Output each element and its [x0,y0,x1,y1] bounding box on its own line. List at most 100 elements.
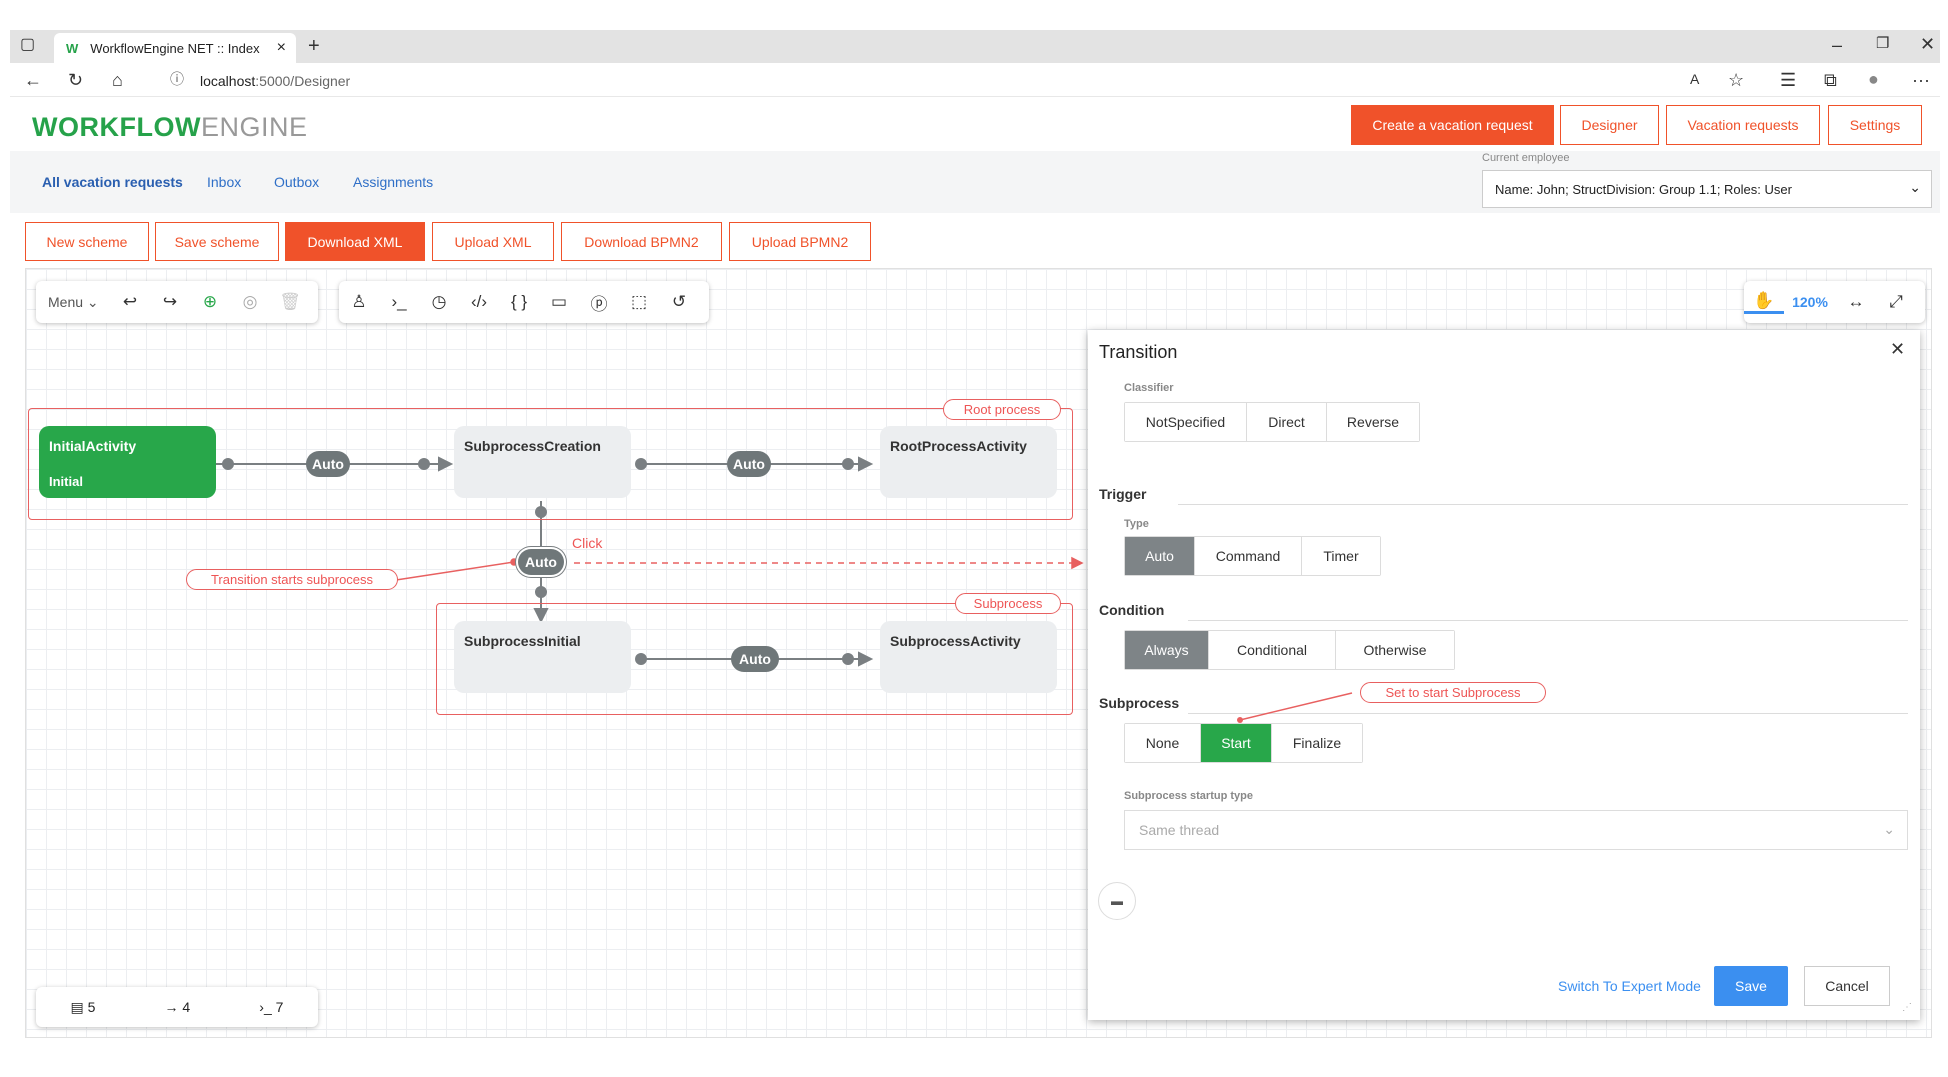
activity-subprocess-initial[interactable]: SubprocessInitial [454,621,631,693]
read-aloud-icon[interactable]: A [1690,71,1700,87]
upload-bpmn2-button[interactable]: Upload BPMN2 [729,222,871,261]
tab-actions-icon[interactable]: ▢ [20,36,36,53]
trigger-timer[interactable]: Timer [1302,537,1380,575]
designer-button[interactable]: Designer [1560,105,1659,145]
classifier-direct[interactable]: Direct [1247,403,1327,441]
classifier-reverse[interactable]: Reverse [1327,403,1419,441]
process-info-icon[interactable]: ⓟ [590,294,608,314]
delete-icon[interactable]: 🗑 [279,292,301,311]
transition-auto-1[interactable]: Auto [306,451,350,477]
panel-title: Transition [1099,342,1178,362]
save-scheme-button[interactable]: Save scheme [155,222,279,261]
zoom-toolbar: ✋ 120% ↔ ⤢ [1744,281,1925,323]
subprocess-note[interactable]: Subprocess [955,593,1061,614]
nav-all-vacation-requests[interactable]: All vacation requests [42,174,183,190]
selection-icon[interactable]: ⬚ [630,292,648,311]
root-process-group[interactable] [28,408,1073,520]
refresh-icon[interactable]: ↻ [68,70,84,90]
transition-auto-3[interactable]: Auto [731,646,779,672]
close-icon[interactable]: ✕ [1890,339,1906,359]
click-annotation: Click [572,535,603,551]
menu-dropdown[interactable]: Menu ⌄ [48,293,99,310]
download-bpmn2-button[interactable]: Download BPMN2 [561,222,722,261]
zoom-level[interactable]: 120% [1792,294,1828,310]
classifier-notspecified[interactable]: NotSpecified [1125,403,1247,441]
transition-starts-note[interactable]: Transition starts subprocess [186,569,398,590]
back-icon[interactable]: ← [24,70,42,90]
expert-mode-link[interactable]: Switch To Expert Mode [1558,978,1701,994]
favorite-icon[interactable]: ☆ [1728,70,1745,90]
upload-xml-button[interactable]: Upload XML [432,222,554,261]
transition-auto-2[interactable]: Auto [727,451,771,477]
employee-select[interactable]: Name: John; StructDivision: Group 1.1; R… [1482,170,1932,208]
url-field[interactable]: localhost:5000/Designer [200,73,351,89]
condition-always[interactable]: Always [1125,631,1209,669]
fullscreen-icon[interactable]: ⤢ [1889,292,1903,311]
chevron-down-icon: ⌄ [1883,821,1895,837]
transition-auto-selected[interactable]: Auto [518,549,564,575]
restore-icon[interactable]: ❐ [1876,35,1890,52]
subprocess-start[interactable]: Start [1201,724,1272,762]
condition-otherwise[interactable]: Otherwise [1336,631,1454,669]
activity-subprocess-creation[interactable]: SubprocessCreation [454,426,631,498]
close-tab-icon[interactable]: × [276,39,286,56]
redo-icon[interactable]: ↪ [162,292,178,311]
code-actions-icon[interactable]: ‹/› [470,292,488,311]
nav-outbox[interactable]: Outbox [274,174,320,190]
vacation-requests-button[interactable]: Vacation requests [1666,105,1820,145]
add-comment-icon[interactable]: ▬ [1098,882,1136,920]
browser-tab[interactable]: W WorkflowEngine NET :: Index × [54,33,296,63]
browser-tab-bar: ▢ W WorkflowEngine NET :: Index × + – ❐ … [10,30,1940,63]
nav-assignments[interactable]: Assignments [353,174,434,190]
parameters-icon[interactable]: { } [510,292,528,311]
activity-subprocess[interactable]: SubprocessActivity [880,621,1057,693]
activity-initial[interactable]: InitialActivity Initial [39,426,216,498]
new-scheme-button[interactable]: New scheme [25,222,149,261]
favicon-icon: W [66,40,79,56]
subprocess-none[interactable]: None [1125,724,1201,762]
subprocess-finalize[interactable]: Finalize [1272,724,1362,762]
favorites-list-icon[interactable]: ☰ [1780,70,1797,90]
commands-icon[interactable]: ›_ [391,292,407,311]
fit-width-icon[interactable]: ↔ [1847,292,1865,311]
activity-root-process[interactable]: RootProcessActivity [880,426,1057,498]
collections-icon[interactable]: ⧉ [1824,70,1837,90]
new-tab-icon[interactable]: + [308,35,320,57]
undo-icon[interactable]: ↩ [122,292,138,311]
settings-button[interactable]: Settings [1828,105,1922,145]
create-vacation-request-button[interactable]: Create a vacation request [1351,105,1554,145]
actors-icon[interactable]: ♙ [351,292,367,311]
minimize-icon[interactable]: – [1832,35,1843,55]
condition-conditional[interactable]: Conditional [1209,631,1336,669]
subprocess-group[interactable] [436,603,1073,715]
toggle-icon[interactable]: ◎ [242,292,258,311]
trigger-type-selector: Auto Command Timer [1124,536,1381,576]
nav-inbox[interactable]: Inbox [207,174,242,190]
download-xml-button[interactable]: Download XML [285,222,425,261]
set-to-start-note[interactable]: Set to start Subprocess [1360,682,1546,703]
add-activity-icon[interactable]: ⊕ [202,292,218,311]
close-window-icon[interactable]: ✕ [1920,34,1936,54]
tab-title: WorkflowEngine NET :: Index [90,40,260,56]
address-bar: ← ↻ ⌂ ⓘ localhost:5000/Designer A ☆ ☰ ⧉ … [10,63,1940,97]
scheme-stats: ▤ 5 → 4 ›_ 7 [36,987,318,1027]
more-icon[interactable]: ··· [1912,70,1930,90]
timers-icon[interactable]: ◷ [431,292,447,311]
cancel-button[interactable]: Cancel [1804,966,1890,1006]
trigger-auto[interactable]: Auto [1125,537,1195,575]
trigger-command[interactable]: Command [1195,537,1302,575]
save-button[interactable]: Save [1714,966,1788,1006]
subprocess-selector: None Start Finalize [1124,723,1363,763]
root-process-note[interactable]: Root process [943,399,1061,420]
home-icon[interactable]: ⌂ [112,70,123,90]
startup-type-select[interactable]: Same thread ⌄ [1124,810,1908,850]
profile-icon[interactable]: ● [1868,69,1879,89]
divider [1188,713,1908,714]
edit-toolbar: Menu ⌄ ↩ ↪ ⊕ ◎ 🗑 [36,281,318,323]
resize-handle-icon[interactable]: ⋰ [1902,1002,1912,1013]
pan-hand-icon[interactable]: ✋ [1744,291,1784,314]
comment-icon[interactable]: ▭ [550,292,568,311]
history-icon[interactable]: ↺ [671,292,687,311]
activity-name: InitialActivity [49,438,137,454]
annotation-layer [1237,692,1353,723]
